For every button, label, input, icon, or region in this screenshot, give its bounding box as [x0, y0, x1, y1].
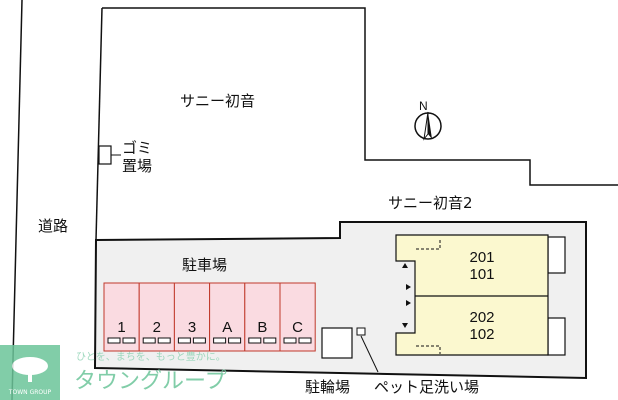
entrance-arrow-icon: [406, 300, 411, 306]
road-label: 道路: [38, 217, 68, 235]
wheel-stop: [228, 337, 242, 344]
parking-space-3: 3: [173, 282, 211, 352]
parking-space-c: C: [279, 282, 316, 352]
bicycle-parking-label: 駐輪場: [305, 378, 350, 396]
wheel-stop: [192, 337, 206, 344]
unit-201-label: 201: [469, 249, 494, 266]
unit-202-label: 202: [469, 309, 494, 326]
building: 201 101 202 102: [395, 234, 566, 356]
parking-space-label: C: [292, 319, 303, 336]
pet-foot-wash-leader: [360, 335, 379, 373]
wheel-stop: [263, 337, 277, 344]
parking-space-a: A: [209, 282, 246, 352]
wheel-stop: [248, 337, 262, 344]
parking-spaces: 1 2 3 A B C: [103, 282, 316, 352]
balcony-lower: [547, 317, 566, 356]
logo-text: TOWN GROUP: [8, 389, 52, 396]
unit-102-label: 102: [469, 326, 494, 343]
bicycle-parking-box: [321, 327, 353, 359]
wheel-stop: [157, 337, 171, 344]
north-compass-icon: N: [414, 99, 442, 141]
wheel-stop: [107, 337, 121, 344]
parking-space-label: A: [222, 319, 232, 336]
watermark-tagline: ひとを、まちを、もっと豊かに。: [76, 350, 226, 363]
building-main-label: サニー初音: [180, 92, 255, 110]
garbage-area-box: [98, 145, 112, 165]
parking-space-b: B: [244, 282, 281, 352]
parking-label: 駐車場: [182, 256, 227, 274]
wheel-stop: [142, 337, 156, 344]
parking-space-label: 1: [117, 319, 125, 336]
entrance-arrow-icon: [402, 323, 408, 328]
neighbor-left-boundary: [95, 7, 103, 241]
pet-foot-wash-label: ペット足洗い場: [374, 378, 479, 396]
entrance-arrow-icon: [402, 263, 408, 268]
balcony-upper: [547, 236, 566, 274]
wheel-stop: [177, 337, 191, 344]
road-edge-line: [11, 0, 23, 400]
wheel-stop: [298, 337, 312, 344]
north-label: N: [419, 99, 428, 113]
entrance-arrow-icon: [406, 284, 411, 290]
parking-space-label: 3: [188, 319, 196, 336]
watermark-brand: タウングループ: [74, 369, 227, 394]
wheel-stop: [213, 337, 227, 344]
parking-space-label: B: [257, 319, 267, 336]
neighbor-boundary: [102, 7, 618, 186]
pet-foot-wash-box: [356, 327, 366, 336]
building-2-label: サニー初音2: [388, 194, 473, 212]
garbage-label-2: 置場: [122, 157, 152, 175]
unit-101-label: 101: [469, 266, 494, 283]
wheel-stop: [283, 337, 297, 344]
parking-space-1: 1: [103, 282, 140, 352]
garbage-label-1: ゴミ: [122, 139, 152, 157]
parking-space-2: 2: [138, 282, 175, 352]
watermark: TOWN GROUP ひとを、まちを、もっと豊かに。 タウングループ: [0, 345, 227, 400]
parking-space-label: 2: [153, 319, 161, 336]
wheel-stop: [122, 337, 136, 344]
